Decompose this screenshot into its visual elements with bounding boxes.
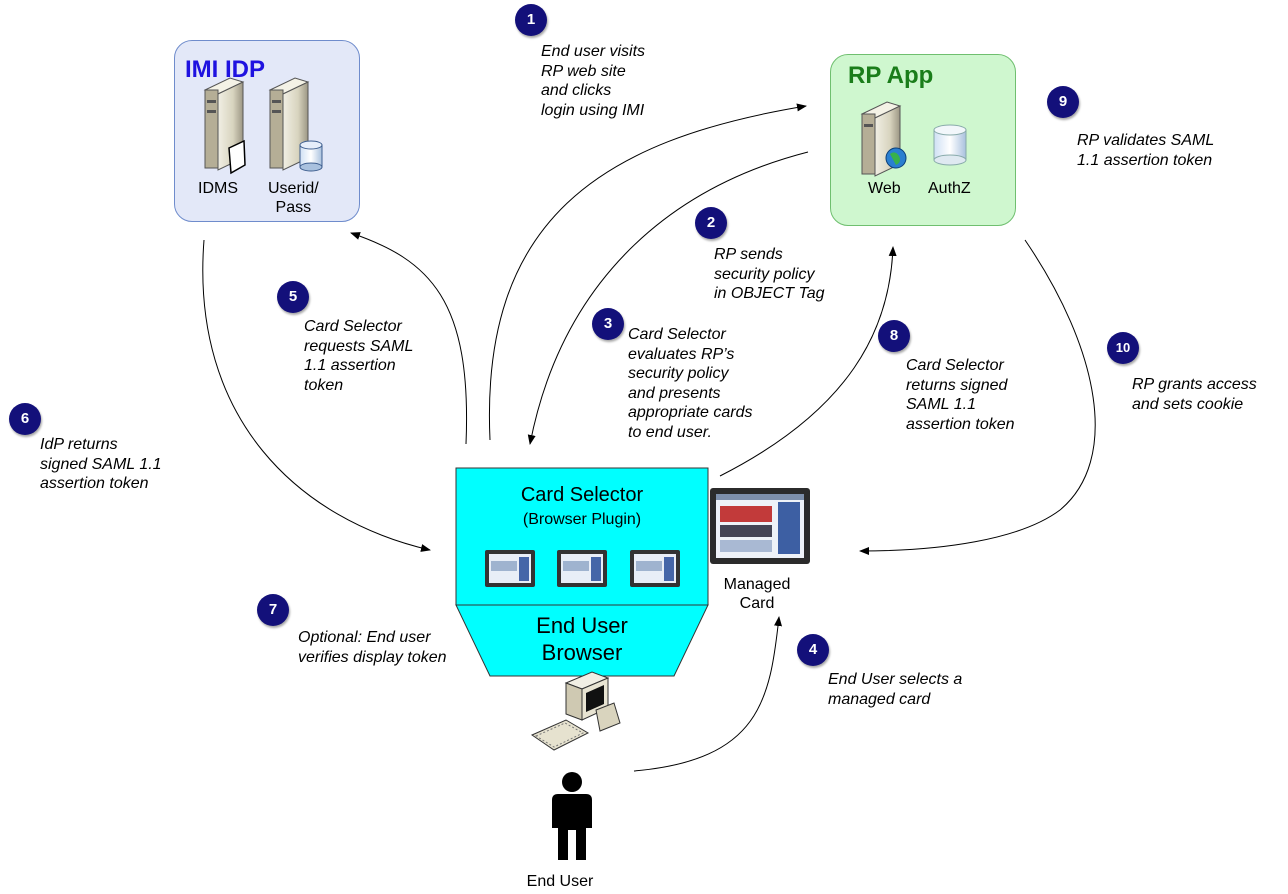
step-4-text: End User selects a managed card	[828, 671, 963, 708]
step-badge-8: 8	[878, 320, 910, 352]
arrow-8	[719, 246, 897, 477]
step-10-text: RP grants access and sets cookie	[1132, 376, 1257, 413]
step-badge-2: 2	[695, 207, 727, 239]
browser-trapezoid	[455, 604, 709, 677]
step-2-text: RP sends security policy in OBJECT Tag	[714, 246, 825, 302]
card-selector-title: Card Selector	[520, 484, 644, 506]
step-badge-10: 10	[1107, 332, 1139, 364]
managed-card-icon	[710, 488, 810, 564]
step-3-text: Card Selector evaluates RP’s security po…	[628, 326, 753, 441]
database-icon	[933, 124, 967, 166]
rp-title: RP App	[848, 62, 934, 89]
step-badge-7: 7	[257, 594, 289, 626]
computer-icon	[530, 671, 621, 751]
step-badge-4: 4	[797, 634, 829, 666]
person-icon	[552, 772, 592, 860]
step-badge-6: 6	[9, 403, 41, 435]
card-thumbnail-icon	[485, 550, 535, 587]
step-badge-1: 1	[515, 4, 547, 36]
card-thumbnail-icon	[630, 550, 680, 587]
step-5-text: Card Selector requests SAML 1.1 assertio…	[304, 318, 414, 394]
authz-label: AuthZ	[928, 180, 971, 197]
step-1-text: End user visits RP web site and clicks l…	[541, 43, 646, 119]
step-badge-5: 5	[277, 281, 309, 313]
card-thumbnail-icon	[557, 550, 607, 587]
arrow-5	[350, 232, 468, 445]
end-user-label: End User	[526, 873, 594, 890]
database-server-icon	[268, 77, 323, 172]
step-badge-9: 9	[1047, 86, 1079, 118]
step-7-text: Optional: End user verifies display toke…	[298, 629, 447, 666]
step-badge-3: 3	[592, 308, 624, 340]
idp-title: IMI IDP	[185, 56, 266, 83]
arrow-1	[488, 103, 807, 441]
arrow-2	[527, 151, 809, 445]
server-icon	[203, 77, 246, 175]
managed-card-label: Managed Card	[723, 576, 791, 612]
step-9-text: RP validates SAML 1.1 assertion token	[1077, 132, 1215, 169]
arrow-6	[202, 239, 431, 552]
card-selector-subtitle: (Browser Plugin)	[522, 511, 642, 528]
step-6-text: IdP returns signed SAML 1.1 assertion to…	[40, 436, 162, 492]
step-8-text: Card Selector returns signed SAML 1.1 as…	[906, 357, 1015, 433]
web-label: Web	[868, 180, 901, 197]
arrow-10	[859, 239, 1096, 555]
rp-box	[830, 54, 1016, 226]
arrow-4	[633, 616, 783, 772]
userid-pass-label: Userid/ Pass	[268, 180, 319, 216]
flow-arrows	[202, 103, 1096, 772]
idms-label: IDMS	[198, 180, 238, 197]
end-user-browser-label: End User Browser	[536, 613, 628, 665]
web-server-icon	[860, 101, 907, 177]
